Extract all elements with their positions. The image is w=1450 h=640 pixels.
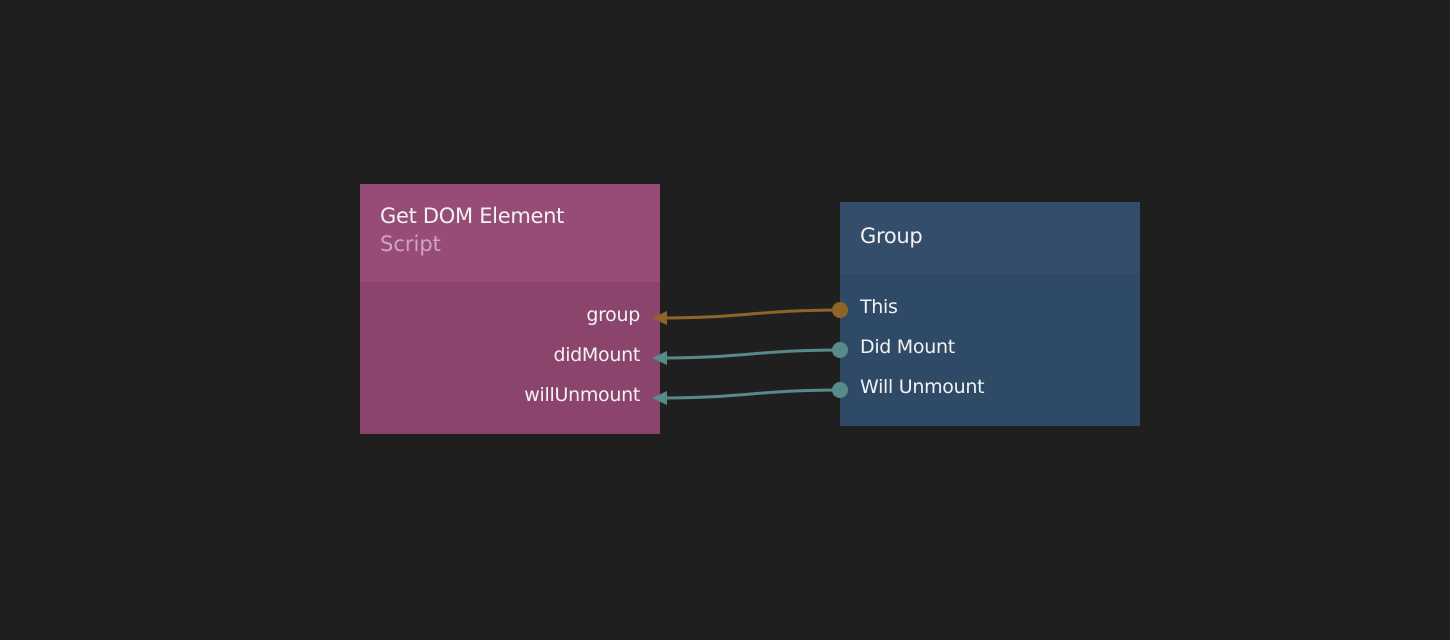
port-dot-icon — [832, 342, 848, 358]
connection-this-group[interactable] — [652, 302, 848, 325]
arrow-icon — [652, 351, 667, 365]
node-get-dom-element[interactable]: Get DOM Element Script group didMount wi… — [360, 184, 660, 434]
connection-didmount[interactable] — [652, 342, 848, 365]
connection-willunmount[interactable] — [652, 382, 848, 405]
port-group[interactable]: group — [586, 304, 640, 326]
node-subtitle: Script — [380, 232, 441, 256]
arrow-icon — [652, 311, 667, 325]
port-dot-icon — [832, 382, 848, 398]
arrow-icon — [652, 391, 667, 405]
port-this[interactable]: This — [860, 296, 898, 318]
port-did-mount[interactable]: Did Mount — [860, 336, 955, 358]
port-will-unmount[interactable]: Will Unmount — [860, 376, 985, 398]
port-willunmount[interactable]: willUnmount — [524, 384, 640, 406]
node-header: Group — [840, 202, 1140, 274]
port-dot-icon — [832, 302, 848, 318]
node-title: Get DOM Element — [380, 204, 565, 228]
node-group[interactable]: Group This Did Mount Will Unmount — [840, 202, 1140, 426]
node-title: Group — [860, 224, 923, 248]
node-header: Get DOM Element Script — [360, 184, 660, 282]
port-didmount[interactable]: didMount — [553, 344, 640, 366]
